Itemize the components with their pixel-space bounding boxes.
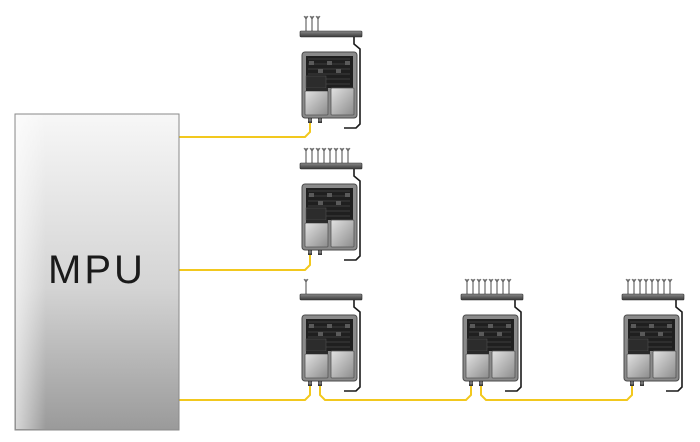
antenna-icon bbox=[488, 278, 494, 294]
radio-module-icon bbox=[623, 314, 680, 386]
wire-mpu-to-unit-1 bbox=[179, 122, 311, 138]
wiring bbox=[179, 122, 633, 401]
antenna-icon bbox=[309, 15, 315, 31]
antenna-bus-bar bbox=[299, 162, 363, 170]
antenna-bus-bar bbox=[460, 293, 524, 301]
antenna-icon bbox=[643, 278, 649, 294]
wire-mpu-to-unit-2 bbox=[179, 253, 311, 271]
antenna-icon bbox=[321, 147, 327, 163]
radio-unit-2 bbox=[299, 147, 363, 261]
feed-cable bbox=[344, 169, 361, 261]
wire-mpu-to-unit-3 bbox=[179, 384, 311, 401]
antenna-icon bbox=[655, 278, 661, 294]
antenna-icon bbox=[315, 147, 321, 163]
feed-cable bbox=[505, 300, 522, 392]
antenna-icon bbox=[637, 278, 643, 294]
antenna-bus-bar bbox=[621, 293, 685, 301]
antenna-icon bbox=[482, 278, 488, 294]
antenna-array bbox=[303, 147, 351, 163]
antenna-icon bbox=[470, 278, 476, 294]
antenna-icon bbox=[494, 278, 500, 294]
antenna-array bbox=[464, 278, 512, 294]
antenna-icon bbox=[506, 278, 512, 294]
radio-unit-5 bbox=[621, 278, 685, 392]
mpu-label: MPU bbox=[48, 248, 146, 292]
antenna-icon bbox=[667, 278, 673, 294]
antenna-icon bbox=[315, 15, 321, 31]
antenna-icon bbox=[327, 147, 333, 163]
antenna-array bbox=[303, 15, 321, 31]
radio-module-icon bbox=[462, 314, 519, 386]
antenna-icon bbox=[649, 278, 655, 294]
antenna-icon bbox=[476, 278, 482, 294]
radio-unit-1 bbox=[299, 15, 363, 129]
wire-unit-3-to-unit-4 bbox=[319, 384, 472, 401]
antenna-icon bbox=[625, 278, 631, 294]
feed-cable bbox=[344, 37, 361, 129]
radio-module-icon bbox=[301, 314, 358, 386]
antenna-icon bbox=[309, 147, 315, 163]
antenna-icon bbox=[631, 278, 637, 294]
antenna-icon bbox=[333, 147, 339, 163]
antenna-bus-bar bbox=[299, 293, 363, 301]
antenna-icon bbox=[661, 278, 667, 294]
radio-unit-4 bbox=[460, 278, 524, 392]
antenna-icon bbox=[500, 278, 506, 294]
antenna-icon bbox=[303, 15, 309, 31]
radio-units bbox=[299, 15, 685, 392]
mpu-box: MPU bbox=[14, 113, 180, 431]
antenna-icon bbox=[464, 278, 470, 294]
antenna-icon bbox=[339, 147, 345, 163]
antenna-bus-bar bbox=[299, 30, 363, 38]
antenna-icon bbox=[345, 147, 351, 163]
radio-unit-3 bbox=[299, 278, 363, 392]
feed-cable bbox=[344, 300, 361, 392]
antenna-icon bbox=[303, 147, 309, 163]
antenna-icon bbox=[303, 278, 309, 294]
radio-module-icon bbox=[301, 51, 358, 123]
antenna-array bbox=[303, 278, 309, 294]
feed-cable bbox=[666, 300, 683, 392]
wire-unit-4-to-unit-5 bbox=[480, 384, 633, 401]
radio-module-icon bbox=[301, 183, 358, 255]
antenna-array bbox=[625, 278, 673, 294]
